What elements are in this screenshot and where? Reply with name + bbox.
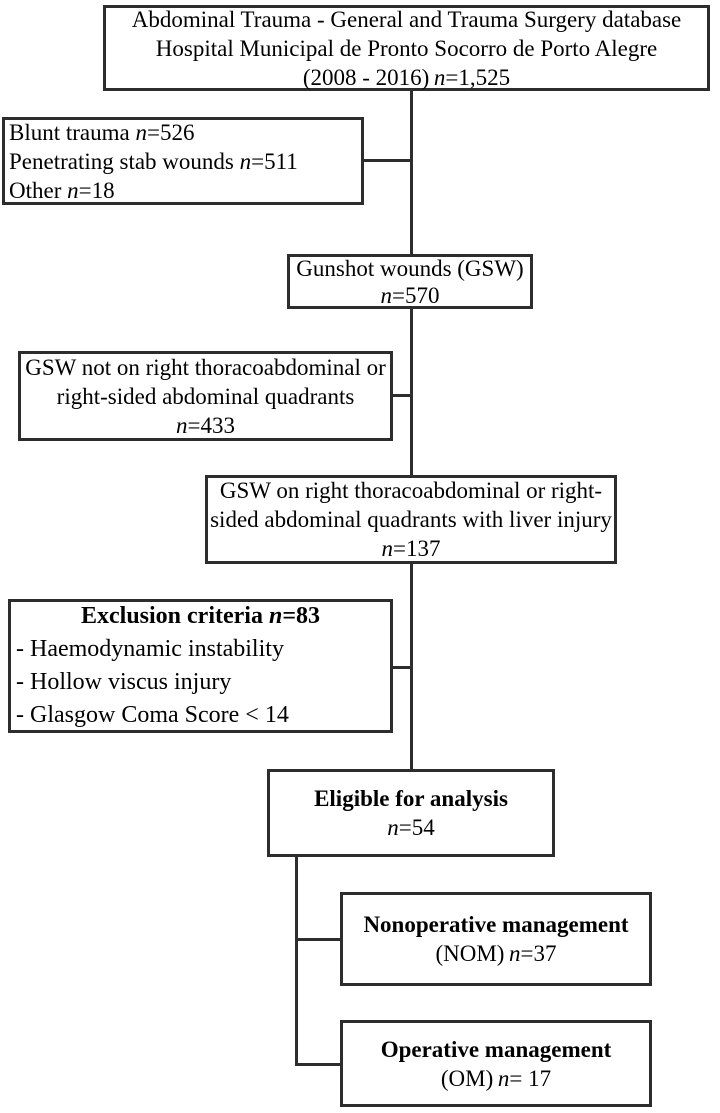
- mechanism-count: =511: [251, 148, 298, 174]
- n-label: n: [497, 1065, 510, 1091]
- database-count-pre: (2008 - 2016): [302, 64, 434, 90]
- exclusion-item-glasgow: - Glasgow Coma Score < 14: [16, 702, 289, 728]
- n-label: n: [135, 119, 147, 145]
- database-line-2: Hospital Municipal de Pronto Socorro de …: [155, 35, 658, 61]
- mechanism-row-stab: Penetrating stab wounds n=511: [9, 147, 361, 176]
- exclusion-count: =83: [282, 603, 320, 629]
- n-label: n: [433, 64, 446, 90]
- box-trauma-mechanisms: Blunt trauma n=526 Penetrating stab woun…: [2, 117, 364, 205]
- n-label: n: [239, 148, 252, 174]
- connector-gsw-right-to-eligible: [410, 563, 413, 770]
- gsw-count: =570: [392, 282, 440, 308]
- mechanism-count: =18: [78, 177, 115, 203]
- n-label: n: [381, 536, 394, 561]
- n-label: n: [387, 815, 399, 840]
- exclusion-item-haemodynamic: - Haemodynamic instability: [16, 636, 284, 662]
- om-abbrev: (OM): [440, 1065, 498, 1091]
- nom-title: Nonoperative management: [363, 912, 629, 937]
- exclusion-title: Exclusion criteria n=83: [16, 600, 385, 633]
- nom-count: =37: [520, 941, 557, 966]
- gsw-right-count: =137: [393, 536, 441, 561]
- box-operative-management: Operative management (OM) n= 17: [340, 1020, 652, 1107]
- gsw-not-count: =433: [187, 412, 235, 438]
- n-label: n: [380, 282, 393, 308]
- database-line-3: (2008 - 2016) n=1,525: [106, 63, 707, 92]
- connector-eligible-drop: [295, 856, 298, 1066]
- connector-exclusion-stub: [393, 666, 410, 669]
- gsw-right-line-2: sided abdominal quadrants with liver inj…: [210, 507, 612, 532]
- mechanism-label: Other: [9, 177, 68, 203]
- eligible-title: Eligible for analysis: [314, 786, 508, 811]
- box-gsw-not-right-quadrants: GSW not on right thoracoabdominal or rig…: [18, 351, 393, 441]
- gsw-count-line: n=570: [290, 282, 530, 309]
- gsw-not-line-1: GSW not on right thoracoabdominal or: [25, 354, 386, 380]
- gsw-right-line-1: GSW on right thoracoabdominal or right-: [219, 478, 603, 503]
- om-count: = 17: [509, 1065, 552, 1091]
- database-count: =1,525: [445, 64, 511, 90]
- connector-gsw-not-stub: [393, 394, 410, 397]
- gsw-right-count-line: n=137: [208, 534, 614, 563]
- n-label: n: [67, 177, 79, 203]
- database-line-1: Abdominal Trauma - General and Trauma Su…: [131, 6, 682, 32]
- connector-nom-stub: [295, 938, 340, 941]
- eligible-count: =54: [398, 815, 435, 840]
- mechanism-row-other: Other n=18: [9, 176, 361, 205]
- nom-abbrev: (NOM): [435, 941, 510, 966]
- n-label: n: [176, 412, 188, 438]
- exclusion-title-text: Exclusion criteria: [80, 603, 269, 629]
- connector-database-to-gsw: [410, 90, 413, 254]
- n-label: n: [509, 941, 521, 966]
- box-database: Abdominal Trauma - General and Trauma Su…: [103, 5, 710, 91]
- nom-count-line: (NOM) n=37: [343, 939, 649, 968]
- box-gsw-right-liver-injury: GSW on right thoracoabdominal or right- …: [205, 475, 617, 564]
- mechanism-row-blunt: Blunt trauma n=526: [9, 118, 361, 147]
- n-label: n: [268, 603, 283, 629]
- connector-om-stub: [295, 1063, 340, 1066]
- mechanism-label: Blunt trauma: [9, 119, 136, 145]
- connector-gsw-to-gsw-right: [410, 308, 413, 475]
- gsw-not-count-line: n=433: [21, 411, 390, 440]
- box-exclusion-criteria: Exclusion criteria n=83 - Haemodynamic i…: [8, 599, 393, 733]
- box-gunshot-wounds: Gunshot wounds (GSW) n=570: [287, 254, 533, 309]
- exclusion-item-hollow-viscus: - Hollow viscus injury: [16, 669, 232, 695]
- om-count-line: (OM) n= 17: [343, 1064, 649, 1093]
- om-title: Operative management: [380, 1036, 612, 1062]
- eligible-count-line: n=54: [270, 813, 552, 842]
- connector-mechanism-stub: [364, 159, 410, 162]
- box-eligible-for-analysis: Eligible for analysis n=54: [267, 769, 555, 857]
- gsw-title: Gunshot wounds (GSW): [296, 255, 524, 281]
- mechanism-label: Penetrating stab wounds: [9, 148, 240, 174]
- mechanism-count: =526: [146, 119, 195, 145]
- box-nonoperative-management: Nonoperative management (NOM) n=37: [340, 892, 652, 986]
- gsw-not-line-2: right-sided abdominal quadrants: [56, 383, 355, 409]
